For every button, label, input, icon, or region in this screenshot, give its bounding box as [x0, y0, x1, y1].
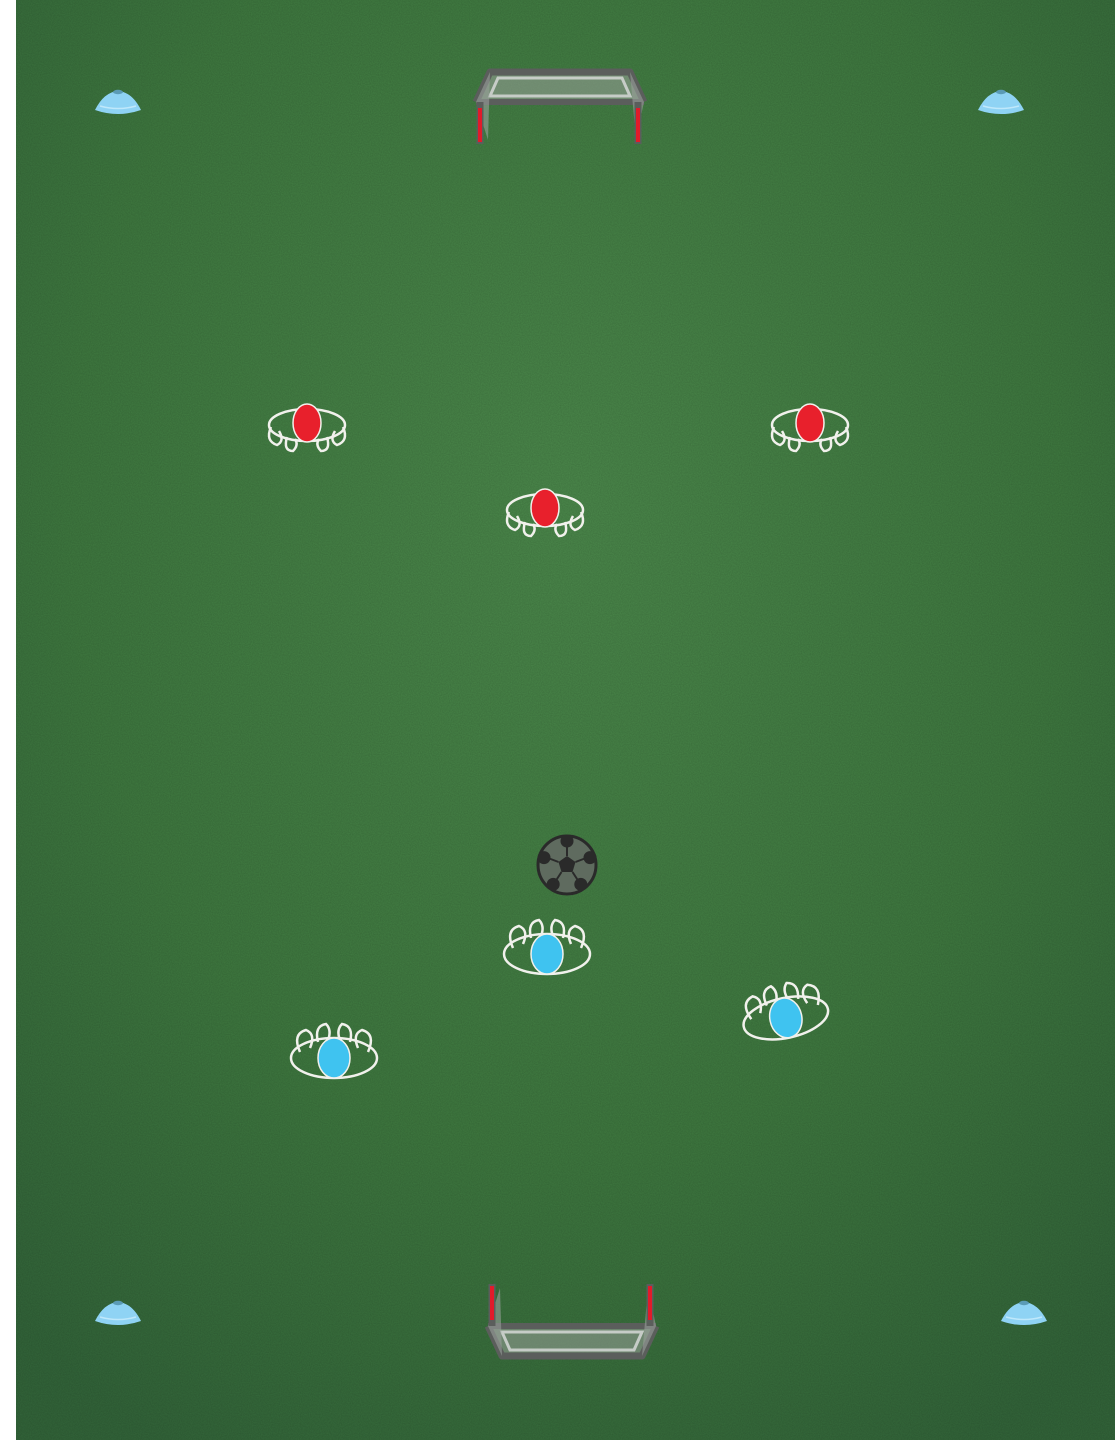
soccer-ball-icon — [538, 835, 597, 894]
training-pitch — [16, 0, 1115, 1440]
grass-texture — [16, 0, 1115, 1440]
pitch-diagram — [16, 0, 1115, 1440]
